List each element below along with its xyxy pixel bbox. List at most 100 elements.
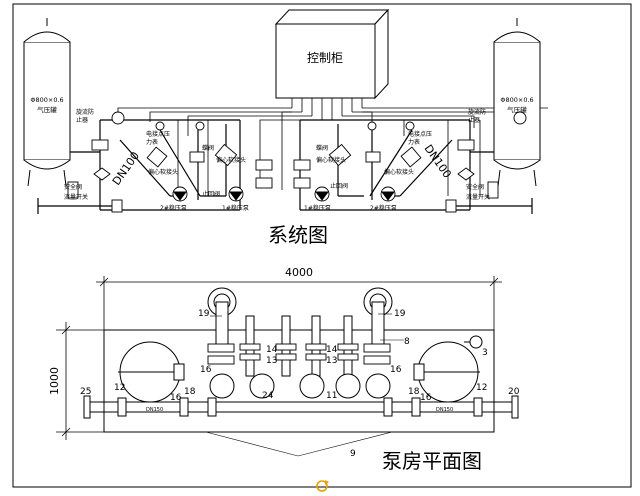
tag-16-c: 16 bbox=[170, 393, 182, 403]
tag-12-left: 12 bbox=[114, 383, 125, 393]
pump-base-slab bbox=[103, 329, 495, 433]
tag-19-right: 19 bbox=[394, 309, 406, 319]
soft-joint-label-2: 偏心软接头 bbox=[148, 168, 178, 176]
safety-valve-icon bbox=[457, 167, 475, 181]
tag-13-left: 13 bbox=[266, 356, 277, 366]
tag-16-d: 16 bbox=[420, 393, 432, 403]
safety-label-left: 安全阀 bbox=[64, 183, 82, 191]
width-dimension-label: 4000 bbox=[285, 266, 313, 279]
tag-16-a: 16 bbox=[200, 365, 212, 375]
safety-valve-icon bbox=[93, 167, 111, 181]
tag-8: 8 bbox=[404, 337, 410, 347]
check-label-right: 止回阀 bbox=[330, 182, 348, 190]
right-tank-label: 气压罐 bbox=[507, 105, 527, 114]
check-valve-icon bbox=[255, 177, 273, 189]
pressure-gauge-icon bbox=[111, 111, 125, 125]
tag-18-left: 18 bbox=[184, 387, 196, 397]
plan-pipe-dn150-left: DN150 bbox=[146, 407, 163, 413]
vortex-label-left: 旋流防止器 bbox=[76, 108, 94, 124]
pump-label-4: 2#稳压泵 bbox=[370, 204, 397, 212]
pump-arrow-icon bbox=[173, 191, 187, 201]
vortex-right-line1: 旋流防 bbox=[468, 108, 486, 116]
vortex-label-right: 旋流防止器 bbox=[468, 108, 486, 124]
pipe-dn100-right: DN100 bbox=[422, 142, 454, 180]
check-valve-icon bbox=[293, 177, 311, 189]
plan-indicator bbox=[464, 335, 483, 349]
soft-joint-label-1: 偏心软接头 bbox=[216, 156, 246, 164]
control-cabinet-label: 控制柜 bbox=[307, 51, 343, 65]
pump-label-3: 1#稳压泵 bbox=[304, 204, 331, 212]
tag-13-right: 13 bbox=[326, 356, 337, 366]
left-tank-label: 气压罐 bbox=[37, 105, 57, 114]
right-valves bbox=[293, 111, 527, 213]
gauge-left-line1: 电接点压 bbox=[146, 130, 170, 138]
system-title: 系统图 bbox=[268, 223, 328, 247]
check-label-left: 止回阀 bbox=[202, 190, 220, 198]
pump-label-1: 2#稳压泵 bbox=[160, 204, 187, 212]
tag-19-left: 19 bbox=[198, 309, 210, 319]
width-dimension bbox=[96, 276, 502, 330]
soft-joint-label-4: 偏心软接头 bbox=[384, 168, 414, 176]
check-valve-icon bbox=[255, 159, 273, 171]
left-tank-spec: Φ800×0.6 bbox=[30, 96, 63, 104]
gauge-right-line2: 力表 bbox=[408, 138, 420, 146]
plan-diagram: 4000 1000 bbox=[48, 266, 520, 473]
pump-label-2: 1#稳压泵 bbox=[222, 204, 249, 212]
pump-arrow-icon bbox=[229, 191, 243, 201]
safety-label-right: 安全阀 bbox=[466, 183, 484, 191]
right-pressure-tank: Φ800×0.6 气压罐 bbox=[493, 18, 541, 187]
vortex-left-line2: 止器 bbox=[76, 116, 88, 124]
tag-24: 24 bbox=[262, 391, 274, 401]
gate-label-right: 蝶阀 bbox=[316, 144, 328, 152]
control-cabinet: 控制柜 bbox=[274, 8, 390, 100]
butterfly-valve-icon bbox=[365, 151, 381, 163]
vortex-preventer-icon bbox=[457, 139, 475, 151]
tag-14-left: 14 bbox=[266, 345, 278, 355]
plan-leader-lines bbox=[205, 313, 404, 457]
right-tank-spec: Φ800×0.6 bbox=[500, 96, 533, 104]
gate-valve-icon bbox=[445, 199, 457, 213]
gauge-label-right: 电接点压力表 bbox=[408, 130, 432, 146]
plan-pipe-dn150-right: DN150 bbox=[436, 407, 453, 413]
gauge-label-left: 电接点压力表 bbox=[146, 130, 170, 146]
check-valve-icon bbox=[293, 159, 311, 171]
plan-left-tank bbox=[118, 341, 185, 403]
plan-pumps bbox=[209, 373, 391, 399]
right-pipe-network bbox=[299, 119, 533, 214]
plan-tag-numbers: 19 19 8 3 14 13 14 13 12 12 25 20 18 18 … bbox=[80, 309, 520, 459]
left-pressure-tank: Φ800×0.6 气压罐 bbox=[23, 18, 71, 187]
gate-label-left: 蝶阀 bbox=[202, 144, 214, 152]
system-diagram: 控制柜 bbox=[23, 8, 548, 247]
height-dimension-label: 1000 bbox=[48, 367, 61, 395]
pump-arrow-icon bbox=[315, 191, 329, 201]
vortex-right-line2: 止器 bbox=[468, 116, 480, 124]
tag-9: 9 bbox=[350, 449, 356, 459]
valve-handwheel-icon bbox=[195, 121, 205, 131]
tag-11: 11 bbox=[326, 391, 337, 401]
left-valves bbox=[67, 111, 273, 213]
soft-joint-icon bbox=[328, 143, 352, 167]
refresh-icon[interactable] bbox=[316, 480, 329, 492]
vortex-preventer-icon bbox=[91, 139, 109, 151]
tag-3: 3 bbox=[482, 348, 488, 358]
drawing-frame bbox=[12, 3, 632, 488]
tag-20: 20 bbox=[508, 387, 520, 397]
valve-handwheel-icon bbox=[367, 121, 377, 131]
valve-handwheel-icon bbox=[155, 121, 165, 131]
tag-14-right: 14 bbox=[326, 345, 338, 355]
soft-joint-label-3: 偏心软接头 bbox=[316, 156, 346, 164]
butterfly-valve-icon bbox=[189, 151, 205, 163]
soft-joint-icon bbox=[146, 146, 168, 168]
pump-arrow-icon bbox=[381, 191, 395, 201]
flow-switch-icon bbox=[67, 181, 79, 199]
plan-header-pipe bbox=[83, 395, 519, 419]
system-labels: 旋流防止器 电接点压力表 蝶阀 偏心软接头 偏心软接头 止回阀 2#稳压泵 1#… bbox=[64, 108, 490, 212]
vortex-left-line1: 旋流防 bbox=[76, 108, 94, 116]
soft-joint-icon bbox=[400, 146, 422, 168]
gate-valve-icon bbox=[111, 199, 123, 213]
flow-label-left: 流量开关 bbox=[64, 193, 88, 201]
tag-16-b: 16 bbox=[390, 365, 402, 375]
gauge-right-line1: 电接点压 bbox=[408, 130, 432, 138]
